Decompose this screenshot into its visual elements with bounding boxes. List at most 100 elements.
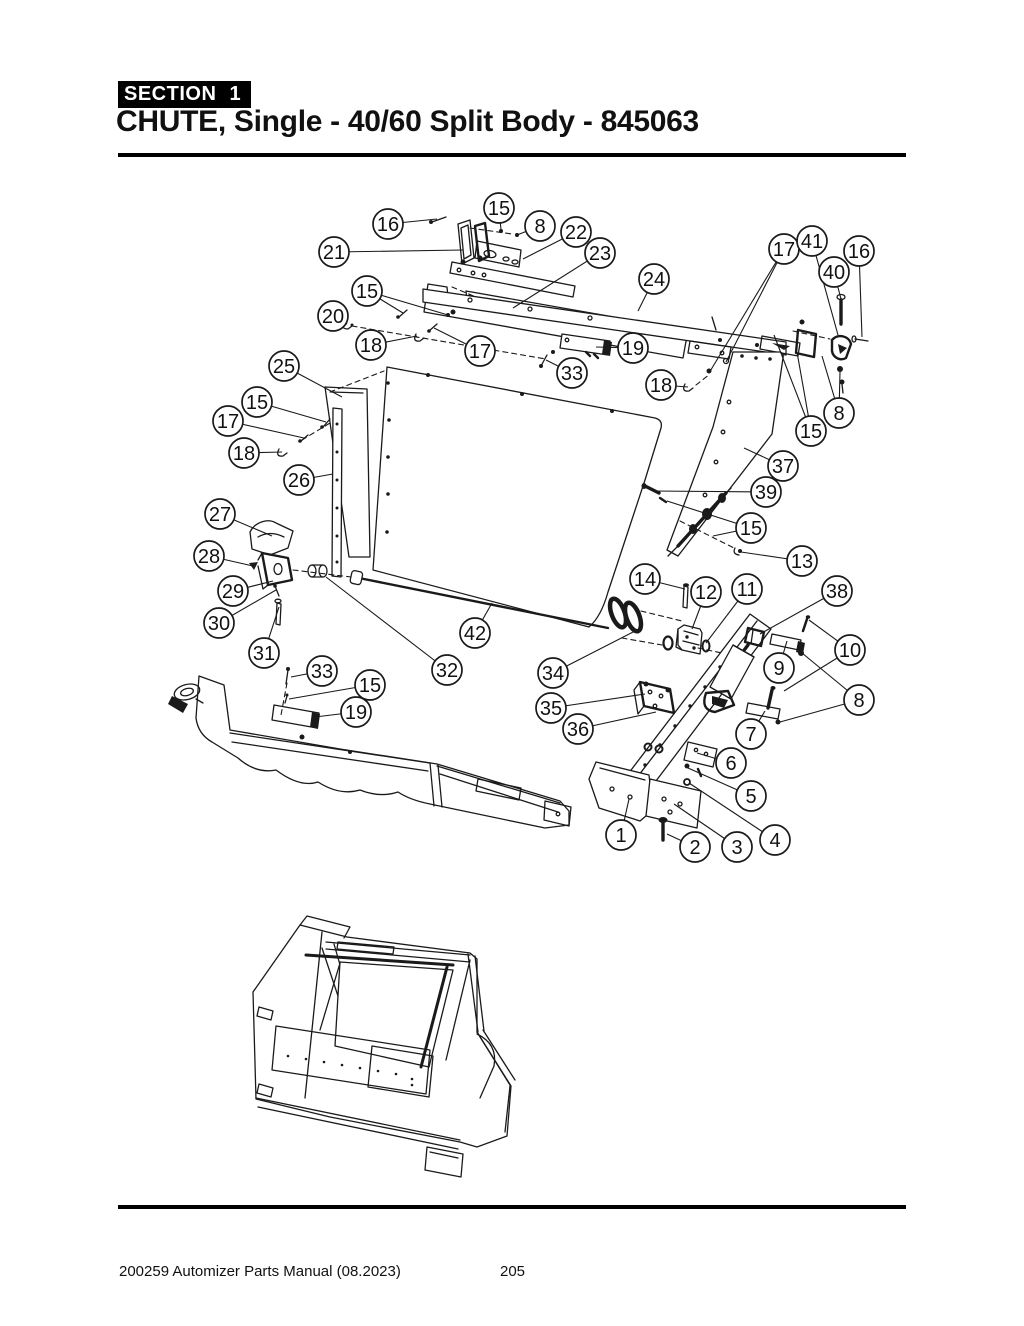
callout-28: 28 [193, 540, 225, 572]
callout-15: 15 [351, 275, 383, 307]
svg-text:22: 22 [565, 222, 587, 244]
callout-2: 2 [679, 831, 711, 863]
svg-text:9: 9 [773, 658, 784, 680]
svg-text:3: 3 [731, 837, 742, 859]
section-badge: SECTION 1 [118, 81, 252, 108]
svg-text:16: 16 [377, 214, 399, 236]
svg-text:28: 28 [198, 546, 220, 568]
svg-text:8: 8 [853, 690, 864, 712]
callout-24: 24 [638, 263, 670, 295]
svg-text:1: 1 [615, 825, 626, 847]
callout-8: 8 [823, 397, 855, 429]
callout-38: 38 [821, 575, 853, 607]
svg-text:8: 8 [833, 403, 844, 425]
callout-33: 33 [306, 655, 338, 687]
callout-31: 31 [248, 637, 280, 669]
diagram-artwork [168, 216, 869, 1178]
svg-text:14: 14 [634, 569, 656, 591]
svg-text:15: 15 [800, 421, 822, 443]
callout-16: 16 [372, 208, 404, 240]
callout-29: 29 [217, 575, 249, 607]
svg-text:13: 13 [791, 551, 813, 573]
callout-3: 3 [721, 831, 753, 863]
callout-32: 32 [431, 654, 463, 686]
leader-line [325, 576, 448, 671]
svg-text:15: 15 [356, 281, 378, 303]
svg-text:19: 19 [345, 702, 367, 724]
svg-text:19: 19 [622, 338, 644, 360]
svg-text:17: 17 [773, 239, 795, 261]
leader-line [333, 249, 464, 253]
svg-text:29: 29 [222, 581, 244, 603]
svg-text:20: 20 [322, 306, 344, 328]
chute-panel [349, 366, 663, 630]
svg-text:10: 10 [839, 640, 861, 662]
svg-text:33: 33 [311, 661, 333, 683]
svg-text:42: 42 [464, 623, 486, 645]
callout-5: 5 [735, 780, 767, 812]
svg-text:27: 27 [209, 504, 231, 526]
svg-text:24: 24 [643, 269, 665, 291]
callout-7: 7 [735, 718, 767, 750]
svg-text:41: 41 [801, 231, 823, 253]
cylinder-group [703, 626, 766, 714]
callout-41: 41 [796, 225, 828, 257]
leader-line [725, 248, 785, 363]
header-rule [118, 153, 906, 157]
reference-view [252, 915, 516, 1178]
svg-text:15: 15 [246, 392, 268, 414]
footer-rule [118, 1205, 906, 1209]
svg-text:21: 21 [323, 242, 345, 264]
callout-14: 14 [629, 563, 661, 595]
callout-15: 15 [795, 415, 827, 447]
svg-text:18: 18 [360, 335, 382, 357]
callout-11: 11 [731, 573, 763, 605]
leader-line [512, 252, 601, 309]
callout-15: 15 [483, 192, 515, 224]
svg-text:17: 17 [469, 341, 491, 363]
callout-18: 18 [355, 329, 387, 361]
page-title: CHUTE, Single - 40/60 Split Body - 84506… [116, 105, 699, 138]
callout-1: 1 [605, 819, 637, 851]
callout-39: 39 [750, 476, 782, 508]
svg-text:7: 7 [745, 724, 756, 746]
callout-26: 26 [283, 464, 315, 496]
callout-42: 42 [459, 617, 491, 649]
svg-text:5: 5 [745, 786, 756, 808]
svg-text:2: 2 [689, 837, 700, 859]
leader-line [652, 490, 767, 493]
callout-9: 9 [763, 652, 795, 684]
callout-37: 37 [767, 450, 799, 482]
callout-4: 4 [759, 824, 791, 856]
callout-15: 15 [354, 669, 386, 701]
callout-10: 10 [834, 634, 866, 666]
svg-text:35: 35 [540, 698, 562, 720]
svg-text:26: 26 [288, 470, 310, 492]
callout-35: 35 [535, 692, 567, 724]
leader-line [708, 248, 785, 374]
svg-text:31: 31 [253, 643, 275, 665]
svg-text:15: 15 [359, 675, 381, 697]
callout-25: 25 [268, 350, 300, 382]
callout-21: 21 [318, 236, 350, 268]
callout-40: 40 [818, 256, 850, 288]
svg-text:18: 18 [233, 443, 255, 465]
callout-15: 15 [241, 386, 273, 418]
latch-group [695, 293, 869, 394]
callout-34: 34 [537, 657, 569, 689]
callout-23: 23 [584, 237, 616, 269]
hinge-group [607, 583, 723, 655]
callout-12: 12 [690, 576, 722, 608]
svg-text:25: 25 [273, 356, 295, 378]
svg-text:4: 4 [769, 830, 780, 852]
callout-16: 16 [843, 235, 875, 267]
svg-text:17: 17 [217, 411, 239, 433]
leader-line [688, 782, 776, 841]
pivot-cluster [249, 520, 352, 626]
callout-22: 22 [560, 216, 592, 248]
svg-text:6: 6 [725, 753, 736, 775]
footer-manual-name: 200259 Automizer Parts Manual (08.2023) [119, 1263, 401, 1280]
svg-text:18: 18 [650, 375, 672, 397]
